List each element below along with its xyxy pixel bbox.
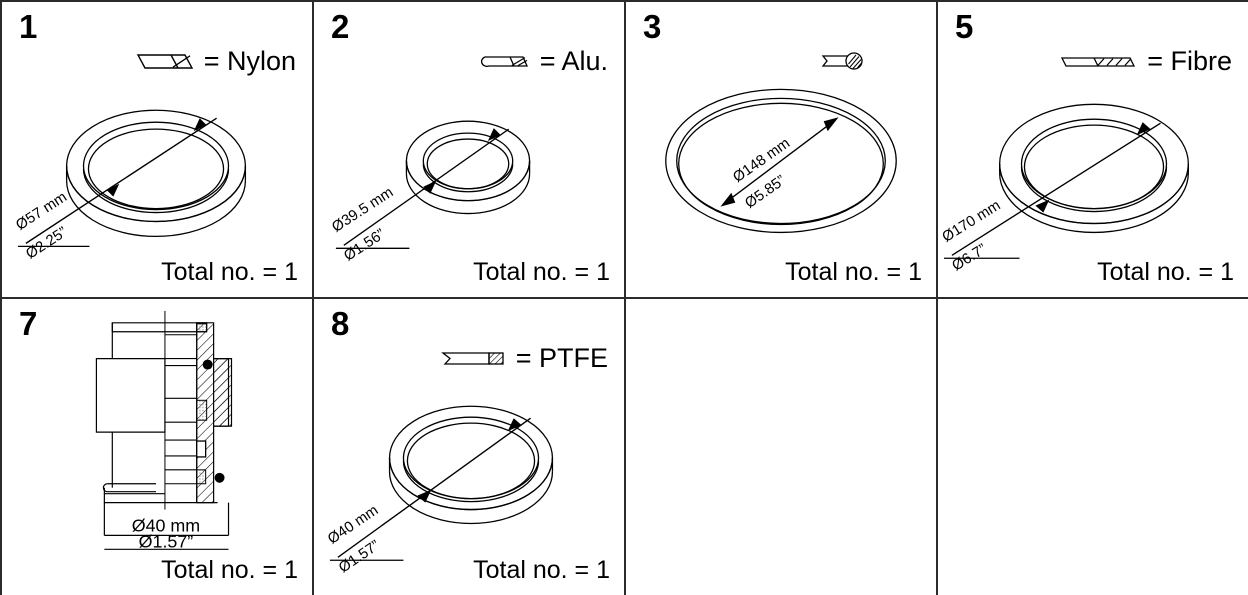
item-number: 3 xyxy=(643,8,661,45)
o-ring: Ø148 mm Ø5.85” xyxy=(665,88,897,234)
assembly-cross-section: Ø40 mm Ø1.57” xyxy=(95,310,233,551)
material-legend: = Alu. xyxy=(479,44,608,78)
dimension-inch: Ø1.56” xyxy=(341,226,388,264)
nylon-section-icon xyxy=(136,54,193,69)
total-count: Total no. = 1 xyxy=(161,258,298,286)
dimension-inch: Ø5.85” xyxy=(742,173,788,212)
material-label: = Alu. xyxy=(539,45,608,76)
dimension-mm: Ø39.5 mm xyxy=(329,185,396,236)
part-cell-3[interactable]: 3 xyxy=(626,2,938,299)
total-count: Total no. = 1 xyxy=(473,556,610,584)
material-legend: = Nylon xyxy=(135,44,296,78)
dimension-mm: Ø170 mm xyxy=(940,198,1004,246)
part-cell-empty-1 xyxy=(626,299,938,595)
dimension-mm: Ø40 mm xyxy=(132,515,200,535)
material-legend: = Fibre xyxy=(1058,44,1232,78)
item-number: 8 xyxy=(331,305,349,342)
ptfe-section-icon xyxy=(440,352,504,365)
fibre-section-icon xyxy=(1061,57,1136,67)
dimension-mm: Ø57 mm xyxy=(13,189,70,233)
material-legend xyxy=(819,44,876,78)
part-cell-5[interactable]: 5 = Fibre xyxy=(938,2,1248,299)
dimension-inch: Ø1.57” xyxy=(139,531,194,551)
part-cell-1[interactable]: 1 = Nylon xyxy=(2,2,314,299)
aluminium-section-icon xyxy=(480,56,528,67)
item-number: 2 xyxy=(331,8,349,45)
item-number: 7 xyxy=(19,305,37,342)
item-number: 1 xyxy=(19,8,37,45)
dimension-inch: Ø6.7” xyxy=(950,241,990,274)
part-cell-2[interactable]: 2 = Alu. xyxy=(314,2,626,299)
dimension-mm: Ø40 mm xyxy=(325,503,381,548)
material-label: = PTFE xyxy=(515,342,608,373)
part-cell-7[interactable]: 7 xyxy=(2,299,314,595)
total-count: Total no. = 1 xyxy=(785,258,922,286)
o-ring-section-icon xyxy=(821,52,863,70)
dimension-inch: Ø2.25” xyxy=(23,224,70,262)
dimension-inch: Ø1.57” xyxy=(336,538,383,577)
item-number: 5 xyxy=(955,8,973,45)
material-label: = Fibre xyxy=(1147,45,1232,76)
material-label: = Nylon xyxy=(203,45,296,76)
part-cell-8[interactable]: 8 = PTFE xyxy=(314,299,626,595)
total-count: Total no. = 1 xyxy=(1097,258,1234,286)
dimension-mm: Ø148 mm xyxy=(730,135,793,186)
part-cell-empty-2 xyxy=(938,299,1248,595)
total-count: Total no. = 1 xyxy=(473,258,610,286)
total-count: Total no. = 1 xyxy=(161,556,298,584)
material-legend: = PTFE xyxy=(439,341,608,375)
